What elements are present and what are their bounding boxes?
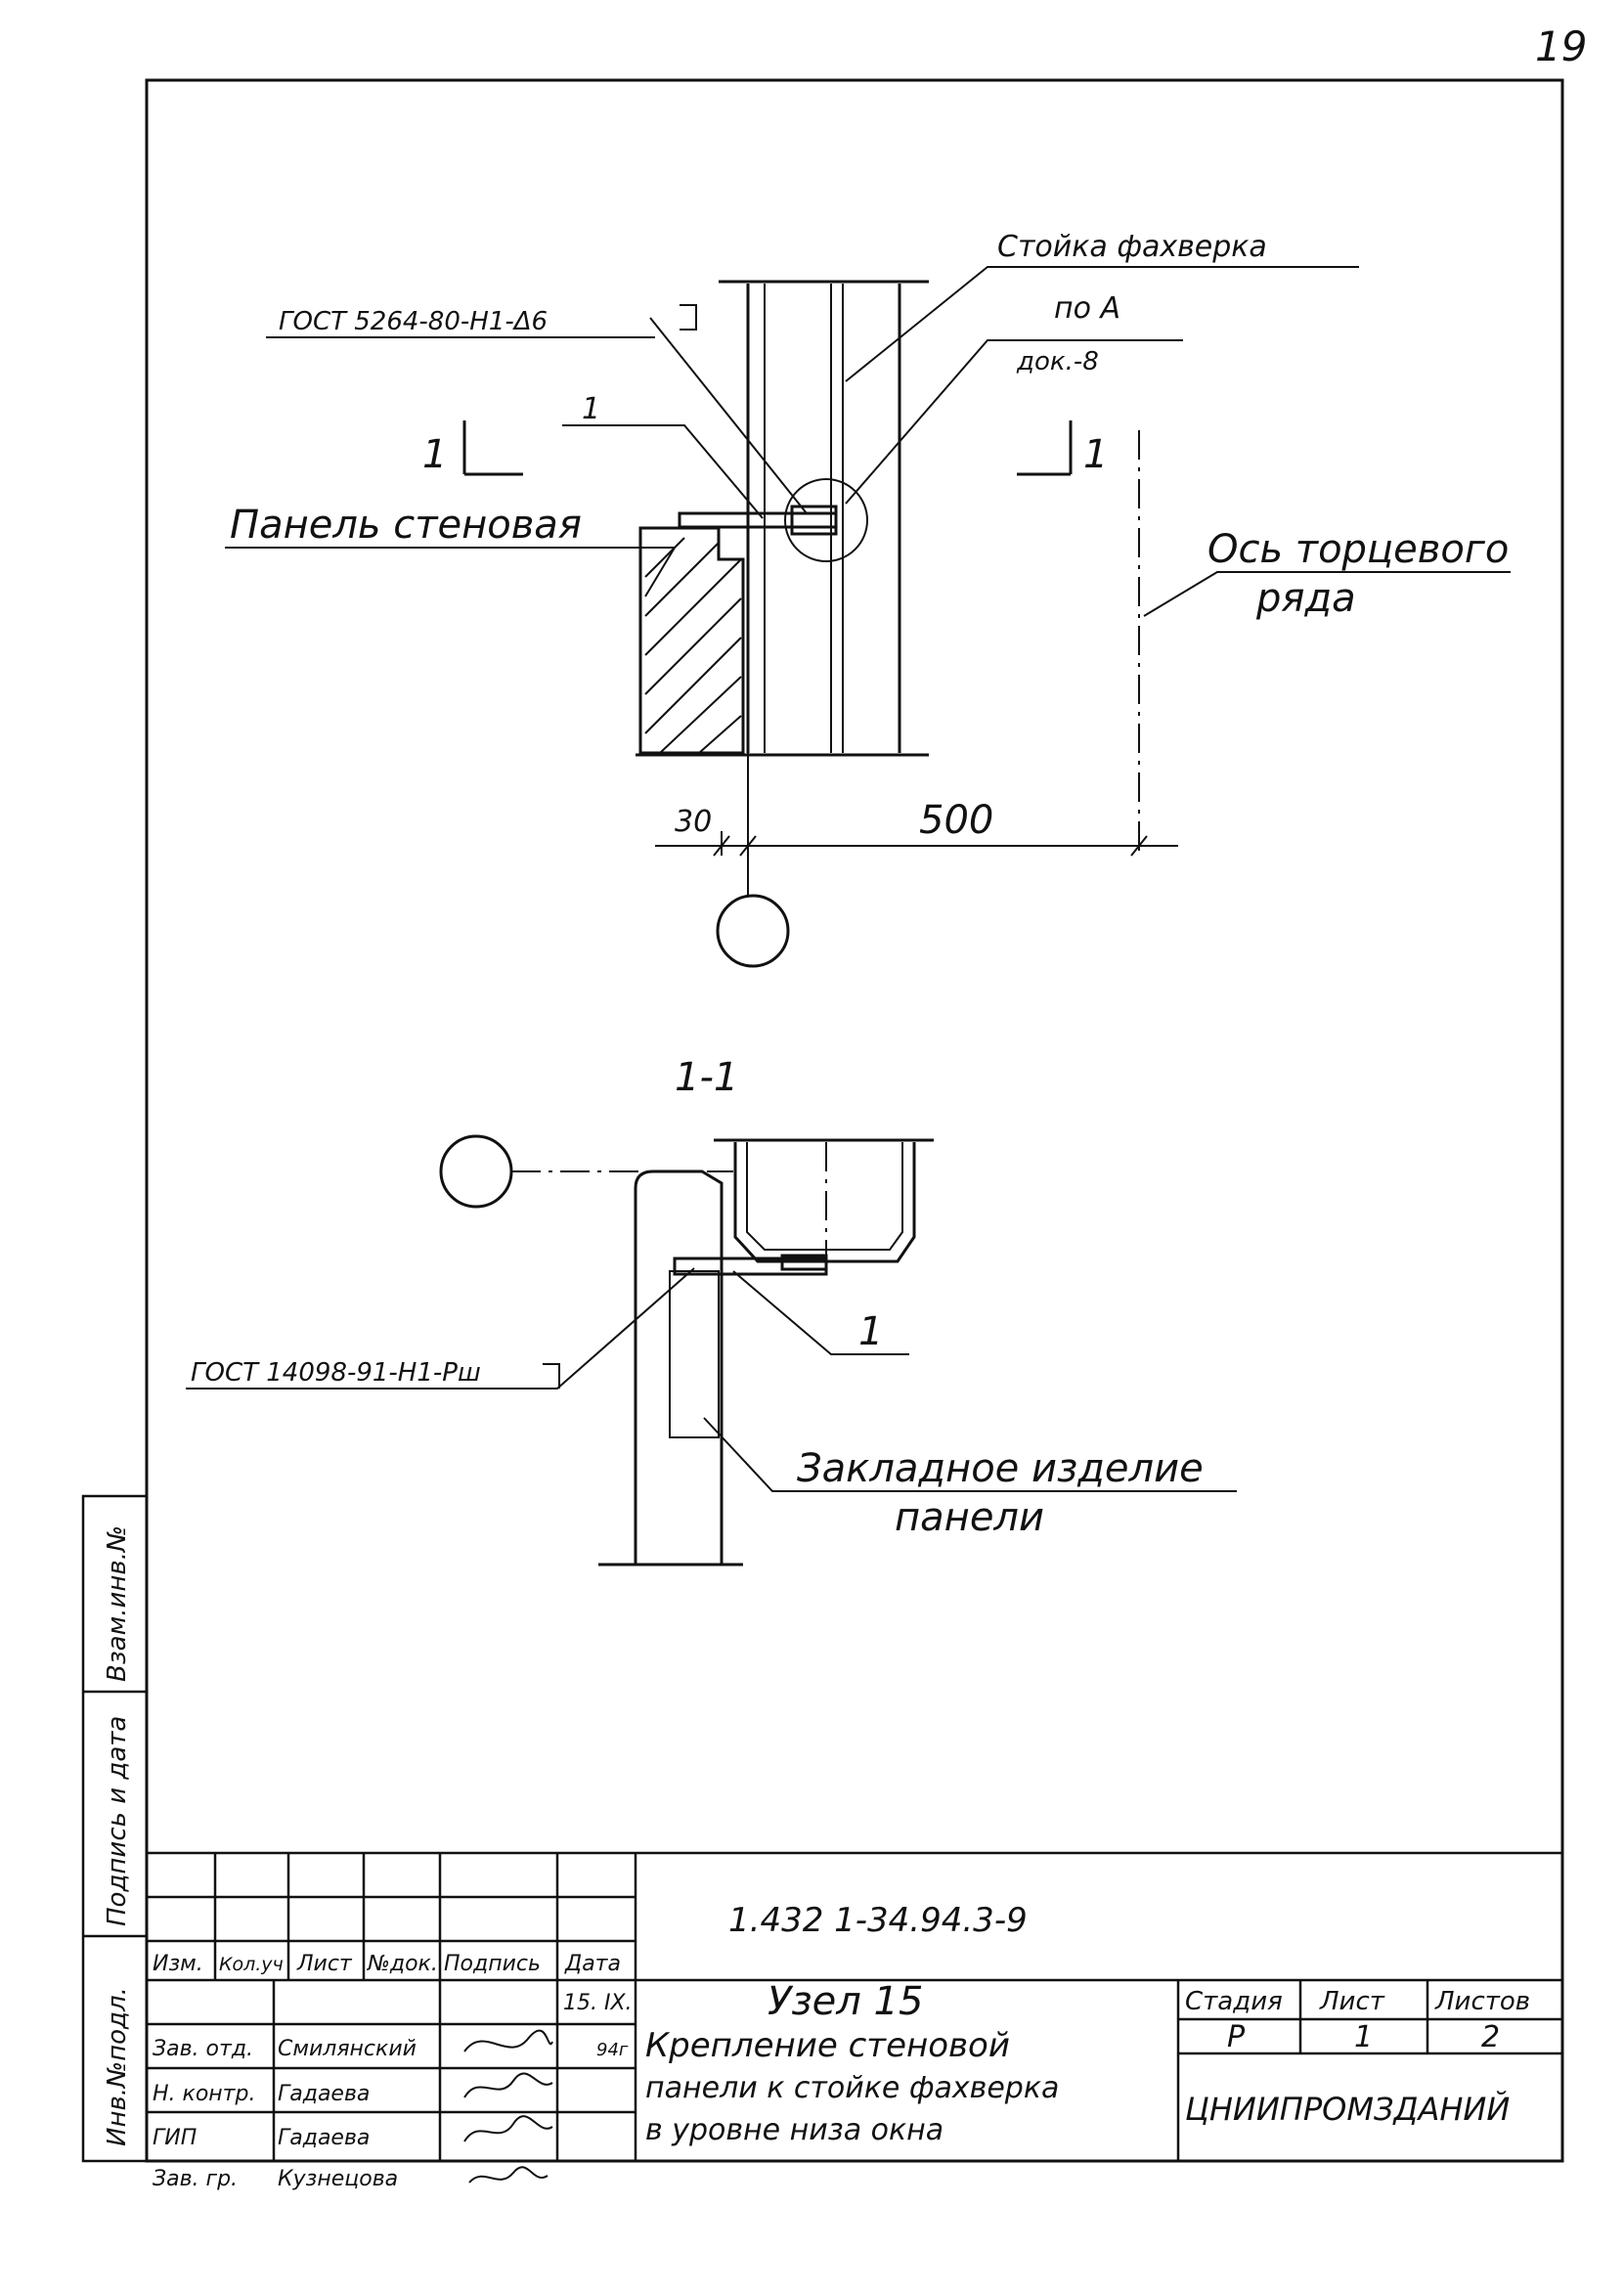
name-2: Гадаева: [278, 2126, 370, 2150]
name-0: Смилянский: [278, 2037, 417, 2061]
callout-1-section: 1: [858, 1309, 883, 1354]
leader-embed: [703, 1417, 1237, 1492]
date-1: 15. IX.: [563, 1991, 633, 2015]
hdr-ndok: №док.: [367, 1952, 438, 1976]
title-block: Изм. Кол.уч Лист №док. Подпись Дата 15. …: [147, 1851, 1562, 2191]
hdr-list: Лист: [296, 1952, 353, 1976]
sheets-label: Листов: [1434, 1987, 1530, 2016]
page-number: 19: [1535, 22, 1587, 70]
title-line-3: панели к стойке фахверка: [645, 2071, 1059, 2105]
label-weld-section: ГОСТ 14098-91-Н1-Рш: [191, 1358, 481, 1388]
channel-outer: [733, 1142, 916, 1263]
channel-inner: [746, 1142, 903, 1251]
date-2: 94г: [596, 2040, 629, 2060]
name-3: Кузнецова: [278, 2167, 398, 2191]
stamp-sign-date: Подпись и дата: [103, 1716, 132, 1926]
detail-circle-a: [784, 478, 868, 562]
svg-text:1: 1: [1083, 432, 1108, 477]
org-name: ЦНИИПРОМЗДАНИЙ: [1185, 2091, 1510, 2128]
label-axis-2: ряда: [1255, 576, 1356, 621]
connection-plate-section: [673, 1257, 828, 1276]
leader-callout-1: [562, 424, 764, 519]
sheet-label: Лист: [1319, 1987, 1385, 2016]
signature-3: [468, 2166, 549, 2184]
doc-code: 1.432 1-34.94.3-9: [728, 1901, 1028, 1940]
label-weld-top: ГОСТ 5264-80-Н1-Δ6: [279, 307, 548, 336]
leader-detail: [845, 339, 1183, 505]
callout-1-top: 1: [582, 392, 600, 426]
section-title: 1-1: [675, 1055, 738, 1100]
dimension-line: 30 500: [655, 798, 1178, 857]
panel-section: [634, 1169, 724, 1565]
hdr-kol: Кол.уч: [219, 1954, 284, 1975]
side-stamp: Взам.инв.№ Подпись и дата Инв.№подл.: [81, 1494, 149, 2163]
role-0: Зав. отд.: [153, 2037, 253, 2061]
section-marker-right: 1: [1017, 420, 1108, 477]
embed-plate: [669, 1270, 720, 1438]
name-1: Гадаева: [278, 2082, 370, 2106]
top-view: Стойка фахверка ГОСТ 5264-80-Н1-Δ6 по А …: [225, 230, 1511, 968]
role-1: Н. контр.: [153, 2082, 255, 2106]
signature-1: [463, 2072, 553, 2098]
leader-weld: [649, 317, 808, 514]
axis-bubble-top: [716, 894, 790, 968]
leader-column: [845, 266, 1359, 382]
panel-hatching: [644, 537, 742, 754]
hdr-izm: Изм.: [153, 1952, 203, 1976]
title-line-2: Крепление стеновой: [645, 2026, 1010, 2065]
weld-symbol-top: [680, 304, 697, 331]
role-3: Зав. гр.: [153, 2167, 238, 2191]
section-marker-left: 1: [422, 420, 523, 477]
label-column: Стойка фахверка: [997, 230, 1267, 264]
signature-2: [463, 2115, 553, 2142]
sheet-frame: [145, 78, 1564, 2163]
label-detail-2: док.-8: [1016, 347, 1099, 376]
stage-value: Р: [1227, 2020, 1246, 2054]
stamp-inv-orig: Инв.№подл.: [103, 1987, 132, 2146]
hdr-sign: Подпись: [444, 1952, 541, 1976]
dim-500: 500: [919, 798, 993, 843]
stage-label: Стадия: [1185, 1987, 1283, 2016]
title-line-1: Узел 15: [768, 1979, 923, 2024]
stamp-replace-inv: Взам.инв.№: [103, 1525, 132, 1682]
label-embed-2: панели: [895, 1495, 1044, 1540]
sheets-value: 2: [1481, 2020, 1500, 2054]
wall-panel: [638, 526, 745, 755]
weld-symbol-section: [543, 1363, 560, 1389]
leader-callout-1-section: [732, 1270, 909, 1355]
dim-30: 30: [675, 805, 712, 839]
role-2: ГИП: [153, 2126, 197, 2150]
label-panel: Панель стеновая: [230, 503, 582, 548]
leader-weld-section: [186, 1267, 695, 1390]
hdr-date: Дата: [564, 1952, 621, 1976]
svg-text:1: 1: [422, 432, 447, 477]
leader-panel: [225, 547, 677, 597]
label-axis-1: Ось торцевого: [1207, 527, 1509, 572]
axis-bubble-section: [439, 1134, 513, 1209]
label-embed-1: Закладное изделие: [797, 1446, 1204, 1491]
sheet-value: 1: [1354, 2020, 1373, 2054]
label-detail-1: по А: [1054, 291, 1120, 326]
connection-plate: [678, 511, 838, 529]
section-view: 1-1 ГОСТ 14098-91-Н1-Рш 1 Закладное изде…: [186, 1055, 1237, 1566]
leader-axis: [1143, 571, 1511, 617]
weld-block: [790, 505, 838, 536]
signature-0: [463, 2029, 553, 2052]
title-line-4: в уровне низа окна: [645, 2113, 944, 2147]
